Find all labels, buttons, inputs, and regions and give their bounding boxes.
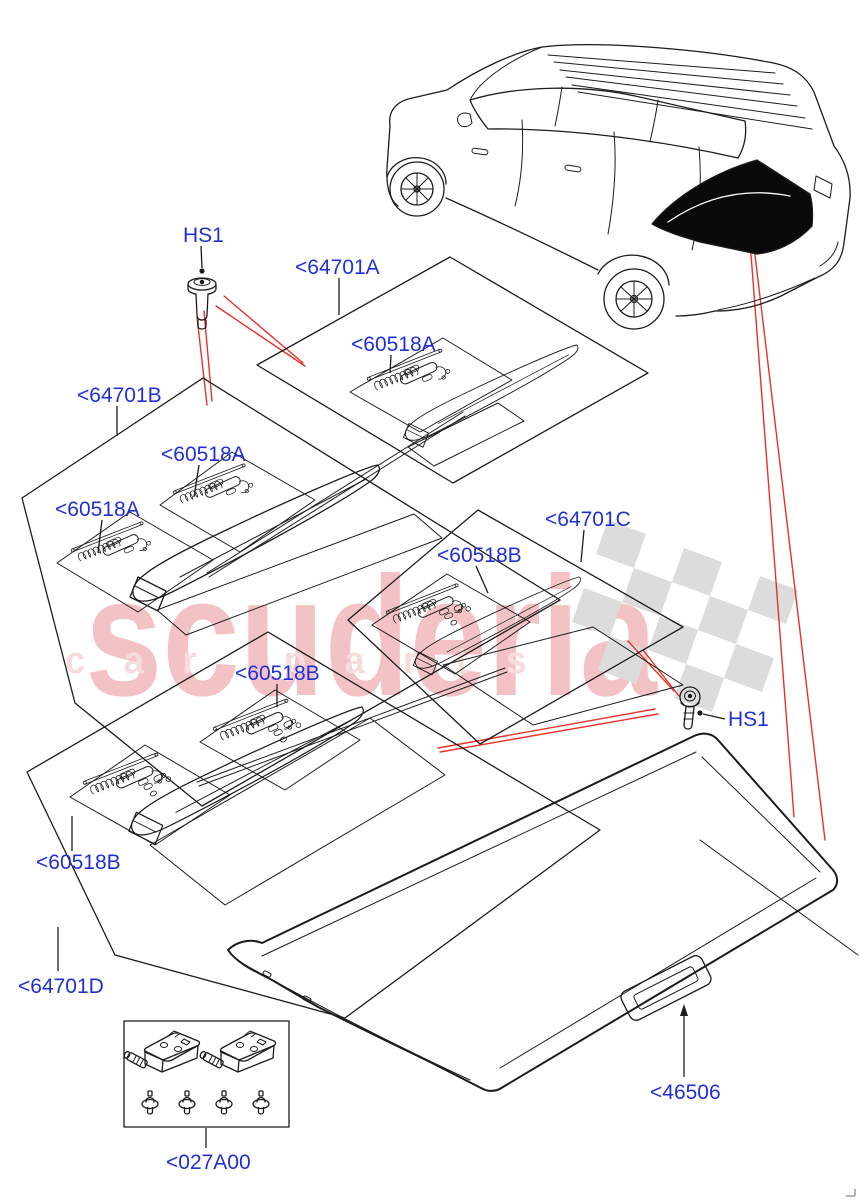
corner-mark (846, 1189, 856, 1197)
watermark-tagline: car parts (65, 640, 565, 682)
part-label-60518b-d1[interactable]: <60518B (235, 662, 320, 685)
red-leader-line (627, 640, 675, 692)
hinge-mechanism (172, 463, 256, 509)
load-compartment-cover (227, 732, 859, 1092)
part-label-46506[interactable]: <46506 (650, 1081, 721, 1104)
cover-flap (407, 402, 525, 467)
vehicle-illustration (386, 44, 851, 330)
checkered-flag-watermark (572, 520, 798, 712)
cover-flap (156, 513, 443, 636)
part-label-64701a[interactable]: <64701A (295, 256, 380, 279)
cover-tab (262, 970, 272, 978)
part-label-60518b-d2[interactable]: <60518B (36, 851, 121, 874)
kit-box-60518b-2 (199, 689, 361, 791)
hs1-screw-fastener (679, 686, 701, 730)
red-leader-line (751, 229, 826, 841)
red-leader-line (223, 295, 304, 364)
cover-flap (149, 717, 446, 906)
hs1-stud-fastener (187, 277, 217, 330)
arrowhead (680, 1004, 688, 1016)
cover-handle (620, 955, 712, 1021)
red-leader-line (215, 305, 306, 367)
part-label-hs1-right[interactable]: HS1 (728, 708, 769, 731)
rear-wheel (603, 268, 665, 330)
part-label-60518a-a[interactable]: <60518A (351, 333, 436, 356)
bracket-kit-box-027a00 (122, 1020, 290, 1128)
kit-screw (141, 1090, 159, 1115)
label-leader-lines (57, 245, 726, 1148)
kit-box-60518a-1 (349, 337, 513, 433)
watermark-brand: scuderia (85, 542, 658, 732)
front-wheel (389, 161, 445, 217)
part-label-64701c[interactable]: <64701C (545, 508, 631, 531)
part-label-60518a-b2[interactable]: <60518A (55, 498, 140, 521)
panel-64701c (347, 509, 684, 745)
red-leader-line (748, 227, 795, 818)
part-label-64701d[interactable]: <64701D (18, 975, 104, 998)
part-label-60518b-c[interactable]: <60518B (437, 544, 522, 567)
mounting-bracket (122, 1030, 201, 1073)
kit-screw (252, 1090, 270, 1115)
part-label-hs1-top[interactable]: HS1 (183, 224, 224, 247)
kit-screw (178, 1090, 196, 1115)
cover-tab (302, 995, 312, 1003)
red-leader-line (203, 310, 213, 402)
kit-box-60518a-2 (159, 451, 316, 553)
kit-box-60518a-3 (56, 511, 214, 613)
panel-64701b (21, 377, 561, 807)
red-leader-line (439, 713, 659, 753)
part-labels: HS1 <64701A <60518A <64701B <60518A <605… (18, 224, 769, 1174)
watermark: scuderia car parts (65, 520, 798, 732)
hinge-mechanism (83, 753, 174, 799)
red-leader-line (437, 708, 656, 749)
panel-64701d (26, 631, 601, 1019)
kit-box-60518b-1 (371, 573, 531, 675)
panel-64701a (256, 256, 649, 484)
kit-box-60518b-3 (69, 744, 231, 846)
vehicle-cargo-area (651, 159, 814, 255)
kit-screw (215, 1090, 233, 1115)
mounting-bracket (198, 1030, 277, 1073)
part-label-64701b[interactable]: <64701B (77, 384, 162, 407)
finisher-blade (402, 344, 579, 448)
red-leader-line (196, 316, 208, 406)
cover-flap (442, 626, 684, 726)
hinge-mechanism (366, 348, 453, 397)
part-label-027a00[interactable]: <027A00 (166, 1151, 251, 1174)
red-leader-lines (196, 227, 826, 841)
red-leader-line (642, 649, 680, 697)
rail-strip (206, 411, 464, 574)
part-label-60518a-b1[interactable]: <60518A (161, 443, 246, 466)
